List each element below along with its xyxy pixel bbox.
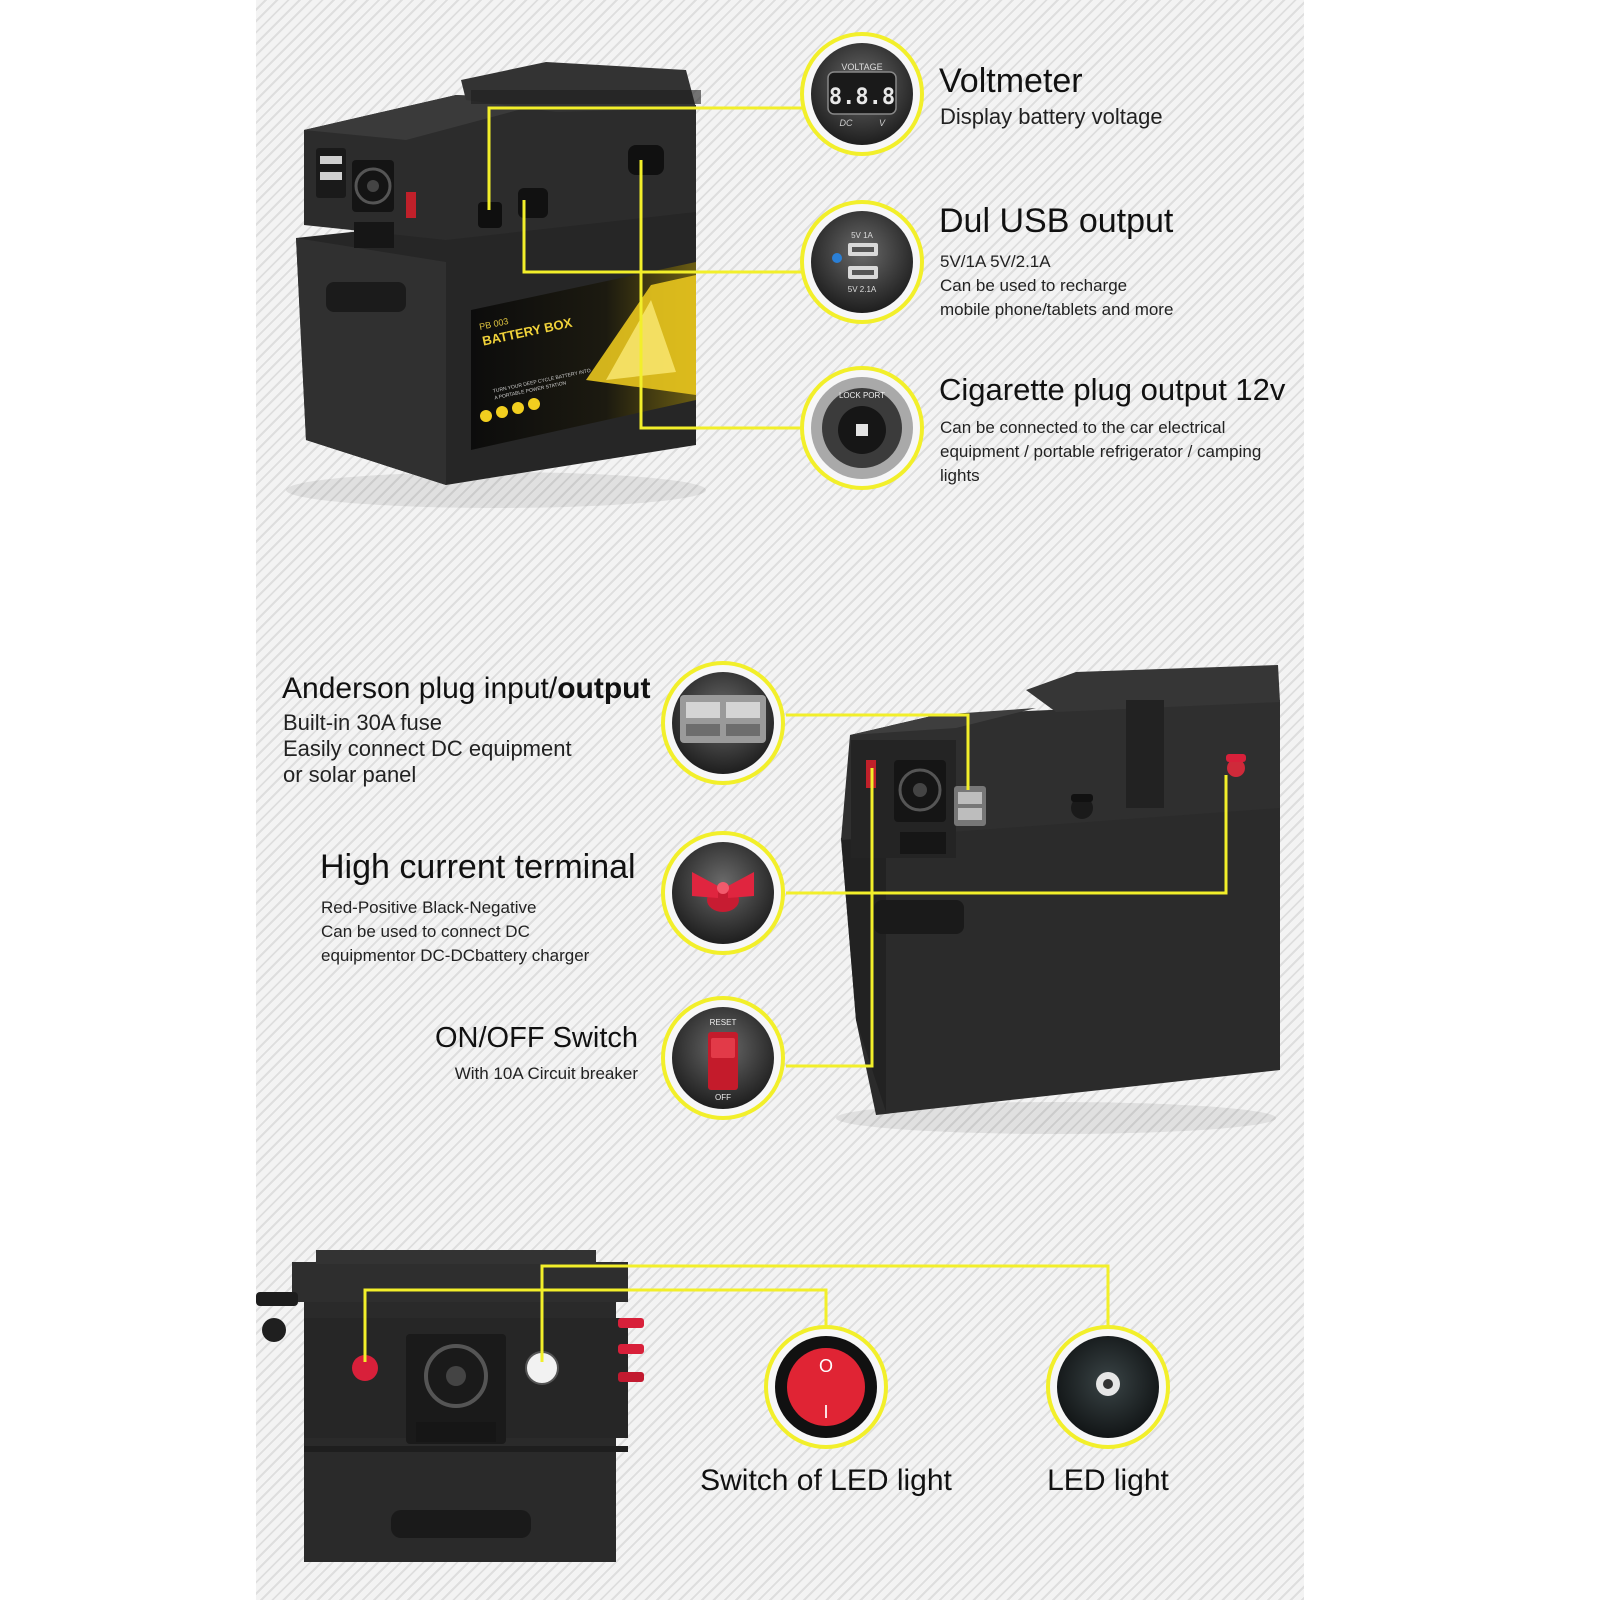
terminal-desc-line2: Can be used to connect DC (321, 922, 530, 941)
led-switch-label: Switch of LED light (700, 1464, 952, 1497)
usb-spec: 5V/1A 5V/2.1A (940, 252, 1051, 271)
cigarette-desc-line3: lights (940, 466, 980, 485)
voltmeter-digits: 8.8.8 (829, 85, 895, 110)
switch-title: ON/OFF Switch (434, 1022, 638, 1054)
voltmeter-icon: VOLTAGE 8.8.8 DC V (800, 32, 924, 156)
usb-desc-line2: mobile phone/tablets and more (940, 300, 1174, 319)
battery-box-side-view (836, 665, 1280, 1134)
terminal-title: High current terminal (320, 848, 636, 886)
switch-off-label: OFF (715, 1093, 731, 1102)
led-light-icon (1046, 1325, 1170, 1449)
terminal-desc-line3: equipmentor DC-DCbattery charger (321, 946, 590, 965)
infographic-artwork: PB 003 BATTERY BOX TURN YOUR DEEP CYCLE … (256, 32, 1280, 1562)
voltmeter-desc: Display battery voltage (940, 104, 1163, 129)
battery-box-end-view (256, 1250, 644, 1562)
connector-lines-middle (786, 713, 1228, 1068)
cigarette-socket-label: LOCK PORT (839, 391, 885, 400)
led-switch-on-symbol: I (823, 1402, 828, 1422)
battery-box-front-view (286, 62, 706, 508)
terminal-icon (661, 831, 785, 955)
usb-title: Dul USB output (939, 202, 1174, 240)
voltmeter-panel-label: VOLTAGE (841, 62, 882, 72)
cigarette-desc-line1: Can be connected to the car electrical (940, 418, 1226, 437)
anderson-desc-line2: Easily connect DC equipment (283, 736, 572, 761)
anderson-title-prefix: Anderson plug input/ (282, 672, 558, 705)
switch-icon: RESET OFF (661, 996, 785, 1120)
usb-port-icon: 5V 1A 5V 2.1A (800, 200, 924, 324)
terminal-desc-line1: Red-Positive Black-Negative (321, 898, 537, 917)
cigarette-socket-icon: LOCK PORT (800, 366, 924, 490)
anderson-title: Anderson plug input/output (282, 672, 650, 707)
usb-port2-label: 5V 2.1A (848, 285, 877, 294)
connector-lines-bottom (363, 1264, 1110, 1362)
product-infographic: PB 003 BATTERY BOX TURN YOUR DEEP CYCLE … (256, 0, 1304, 1600)
anderson-desc-line1: Built-in 30A fuse (283, 710, 442, 735)
anderson-desc-line3: or solar panel (283, 762, 417, 787)
anderson-plug-icon (661, 661, 785, 785)
cigarette-desc-line2: equipment / portable refrigerator / camp… (940, 442, 1262, 461)
switch-reset-label: RESET (710, 1018, 737, 1027)
led-light-label: LED light (1047, 1464, 1169, 1497)
voltmeter-dc-label: DC (840, 118, 853, 128)
led-switch-off-symbol: O (819, 1356, 833, 1376)
anderson-title-bold: output (557, 672, 651, 705)
voltmeter-title: Voltmeter (939, 62, 1083, 100)
led-switch-icon: O I (764, 1325, 888, 1449)
connector-lines-top (487, 106, 808, 430)
usb-port1-label: 5V 1A (851, 231, 873, 240)
cigarette-title: Cigarette plug output 12v (939, 372, 1286, 407)
switch-desc: With 10A Circuit breaker (454, 1064, 638, 1083)
usb-desc-line1: Can be used to recharge (940, 276, 1128, 295)
voltmeter-v-label: V (879, 118, 886, 128)
